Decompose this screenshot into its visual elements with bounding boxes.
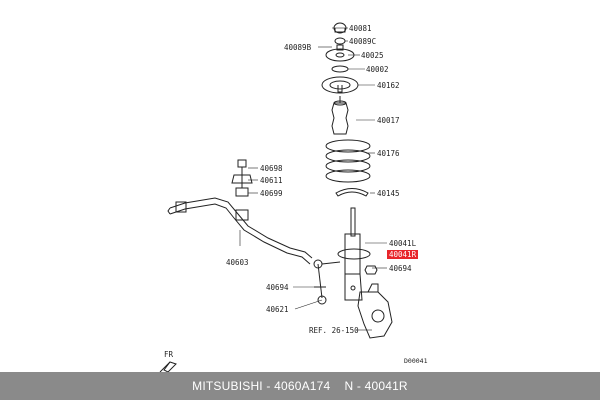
callout-40611: 40611	[260, 176, 283, 185]
callout-40699: 40699	[260, 189, 283, 198]
callout-40041r-highlight: 40041R	[387, 250, 419, 259]
callout-40694-nut: 40694	[389, 264, 412, 273]
callout-40621: 40621	[266, 305, 289, 314]
diagram-code: D00041	[404, 357, 428, 365]
callout-40081: 40081	[349, 24, 372, 33]
leader-lines	[239, 27, 387, 331]
oem-number: N - 40041R	[344, 379, 408, 393]
stabilizer-link	[313, 259, 341, 305]
bump-stop	[331, 96, 349, 135]
front-direction-label: FR	[164, 350, 174, 359]
steering-knuckle	[357, 283, 393, 339]
top-mount-parts	[321, 22, 359, 94]
reference-label: REF. 26-150	[309, 326, 359, 335]
nut-40694	[364, 265, 378, 275]
caption-bar: MITSUBISHI - 4060A174 N - 40041R	[0, 372, 600, 400]
spring-pad	[335, 188, 369, 197]
strut-assembly	[337, 207, 371, 301]
callout-40089b: 40089B	[284, 43, 312, 52]
suspension-illustration	[159, 22, 393, 372]
callout-40176: 40176	[377, 149, 400, 158]
coil-spring	[325, 139, 371, 183]
callout-40698: 40698	[260, 164, 283, 173]
brand-part-number: MITSUBISHI - 4060A174	[192, 379, 331, 393]
callout-40089c: 40089C	[349, 37, 377, 46]
callout-40162: 40162	[377, 81, 400, 90]
callout-40603: 40603	[226, 258, 249, 267]
parts-diagram: 40081 40089C 40089B 40025 40002 40162 40…	[159, 22, 428, 372]
stabilizer-bar	[167, 197, 313, 265]
callout-40025: 40025	[361, 51, 384, 60]
bushing-bracket	[231, 159, 253, 197]
callout-40694-link: 40694	[266, 283, 289, 292]
callout-40002: 40002	[366, 65, 389, 74]
callout-40041l: 40041L	[389, 239, 417, 248]
callout-40145: 40145	[377, 189, 400, 198]
callout-40017: 40017	[377, 116, 400, 125]
front-direction-arrow	[159, 361, 177, 372]
